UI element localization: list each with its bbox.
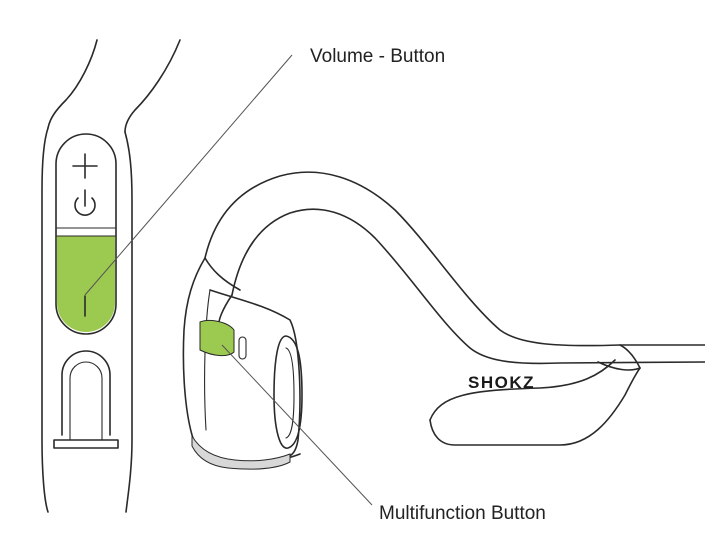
brand-logo: SHOKZ (468, 373, 535, 392)
multifunction-callout: Multifunction Button (221, 344, 546, 524)
volume-callout: Volume - Button (84, 46, 445, 296)
charging-port (61, 350, 111, 436)
multifunction-button-green (199, 319, 235, 357)
volume-button-label: Volume - Button (310, 46, 445, 67)
volume-panel-outline (55, 133, 117, 335)
power-icon (74, 189, 96, 216)
left-earpiece-closeup (41, 39, 181, 513)
indicator-led (238, 336, 247, 360)
transducer-pad (273, 335, 303, 449)
multifunction-button-label: Multifunction Button (379, 503, 546, 524)
volume-button-green (57, 236, 115, 332)
headphone-side-view: SHOKZ (182, 171, 705, 470)
plus-icon (72, 153, 98, 179)
